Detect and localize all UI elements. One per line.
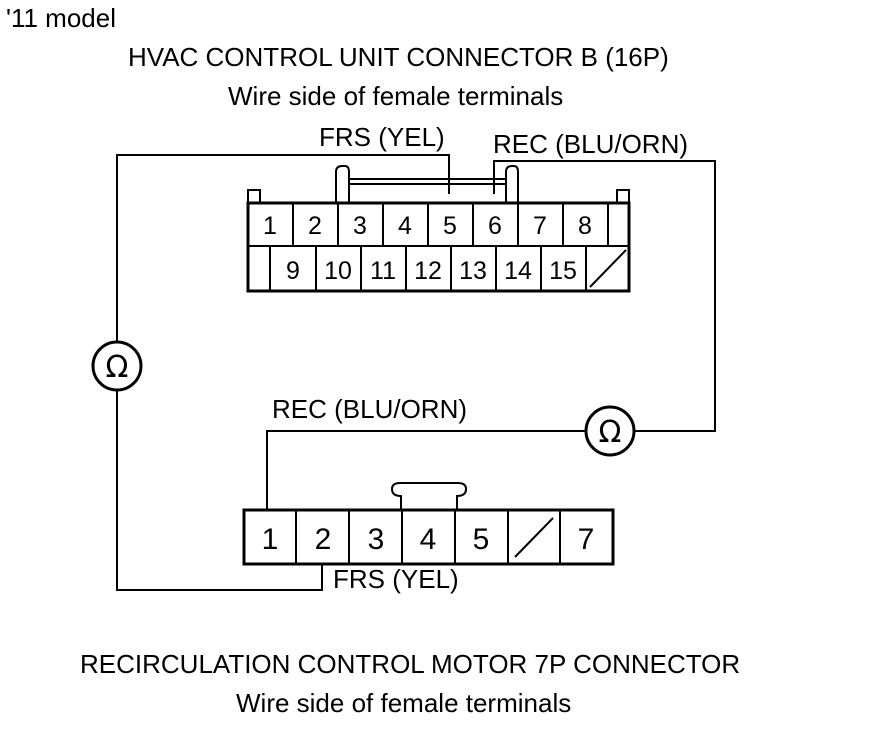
bottom-pin-3: 3	[368, 523, 385, 556]
top-latch-right	[505, 165, 519, 203]
bottom-pin-2: 2	[315, 523, 332, 556]
bottom-connector-subtitle: Wire side of female terminals	[236, 688, 571, 718]
top-pin-8: 8	[578, 212, 592, 240]
bottom-pin-5: 5	[473, 523, 490, 556]
bottom-frs-label: FRS (YEL)	[333, 564, 459, 594]
hvac-connector-b: 1 2 3 4 5 6 7 8 9 10 11 12 13 14 15	[246, 165, 631, 293]
top-pin-14: 14	[504, 257, 532, 285]
top-connector-title: HVAC CONTROL UNIT CONNECTOR B (16P)	[128, 42, 669, 72]
frs-wire-lower	[116, 390, 323, 591]
top-pin-2: 2	[308, 212, 322, 240]
bottom-pin-1: 1	[262, 523, 279, 556]
top-pin-9: 9	[286, 257, 300, 285]
top-pin-7: 7	[533, 212, 547, 240]
top-pin-3: 3	[353, 212, 367, 240]
top-frs-label: FRS (YEL)	[319, 122, 445, 152]
top-connector-subtitle: Wire side of female terminals	[228, 81, 563, 111]
bottom-latch	[390, 482, 468, 510]
top-pin-11: 11	[370, 257, 396, 285]
rec-wire-left	[266, 430, 586, 510]
bottom-pin-4: 4	[420, 523, 437, 556]
model-label: '11 model	[6, 3, 116, 33]
frs-wire-upper	[116, 154, 450, 342]
bottom-rec-label: REC (BLU/ORN)	[272, 394, 467, 424]
top-pin-4: 4	[398, 212, 412, 240]
ohm-icon: Ω	[599, 415, 622, 450]
bottom-pin-7: 7	[578, 523, 595, 556]
top-pin-5: 5	[443, 212, 457, 240]
top-pin-6: 6	[488, 212, 502, 240]
top-latch-left	[335, 165, 350, 203]
rec-wire-right	[493, 160, 716, 432]
top-rec-label: REC (BLU/ORN)	[493, 129, 688, 159]
ohmmeter-right: Ω	[584, 405, 636, 457]
bottom-connector-title: RECIRCULATION CONTROL MOTOR 7P CONNECTOR	[80, 649, 740, 679]
top-pin-13: 13	[459, 257, 487, 285]
ohmmeter-left: Ω	[91, 340, 143, 392]
top-pin-12: 12	[414, 257, 442, 285]
top-pin-10: 10	[324, 257, 352, 285]
recirculation-motor-connector: 1 2 3 4 5 7	[242, 482, 615, 566]
top-pin-15: 15	[549, 257, 577, 285]
ohm-icon: Ω	[106, 350, 129, 385]
top-pin-1: 1	[263, 212, 277, 240]
